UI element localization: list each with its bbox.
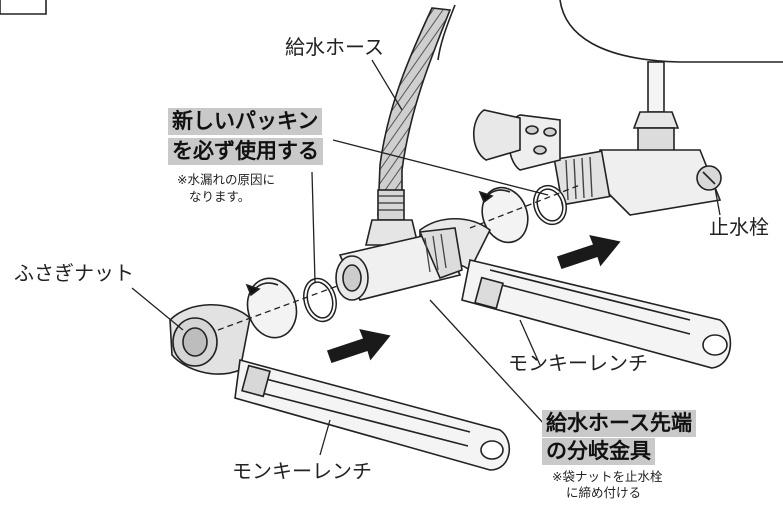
branch-fitting-label-line1: 給水ホース先端: [542, 410, 696, 437]
new-packing-label-line1: 新しいパッキン: [168, 108, 323, 135]
fitting-note-line2: に締め付ける: [566, 485, 642, 500]
wrench-right-label: モンキーレンチ: [508, 351, 648, 375]
arrow-left-insert: [325, 326, 394, 365]
stop-valve-label: 止水栓: [709, 215, 769, 239]
wrench-left-label: モンキーレンチ: [232, 459, 372, 483]
supply-hose-graphic: [377, 7, 452, 221]
cap-nut-label: ふさぎナット: [14, 261, 134, 285]
branch-fitting-graphic: [335, 219, 463, 301]
fitting-note-line1: ※袋ナットを止水栓: [552, 469, 663, 484]
wrench-right-graphic: [419, 218, 732, 369]
supply-hose-label: 給水ホース: [285, 35, 384, 59]
packing-note-line2: なります。: [189, 189, 251, 204]
sink-outline: [437, 0, 783, 63]
arrow-right-insert: [555, 232, 624, 271]
wrench-left-graphic: [169, 303, 511, 471]
corner-frame: [0, 0, 47, 15]
leader-lines: [131, 59, 721, 456]
branch-fitting-label-line2: の分岐金具: [542, 438, 655, 465]
direction-arrows: [325, 232, 624, 365]
assembly-guide-lines: [217, 184, 581, 331]
new-packing-label-line2: を必ず使用する: [168, 138, 323, 165]
packing-ring-left: [303, 277, 337, 323]
stop-valve-graphic: [473, 61, 722, 216]
nut-ring-left: [245, 277, 298, 339]
packing-note-line1: ※水漏れの原因に: [177, 172, 275, 187]
